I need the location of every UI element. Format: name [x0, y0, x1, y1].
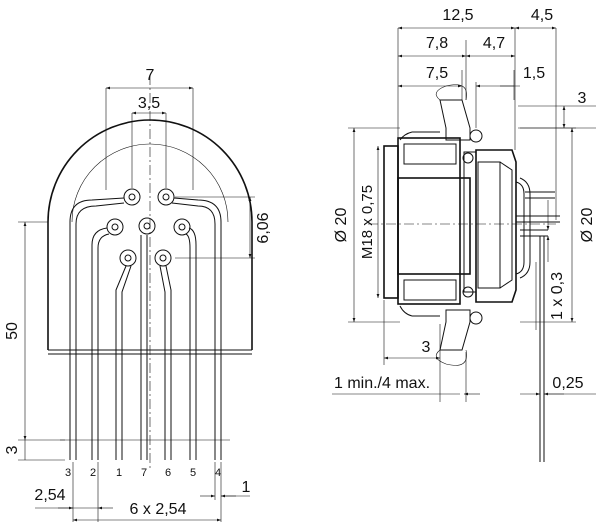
dim-panel-offset: 3 — [422, 339, 431, 356]
pin-wires — [69, 197, 222, 460]
pin-number-label: 3 — [65, 467, 71, 479]
dim-edge-pitch: 2,54 — [34, 487, 65, 504]
dim-vertical-offset: 6,06 — [255, 212, 272, 243]
right-side-view: 12,5 4,5 7,8 4,7 7,5 1,5 3 Ø 20 M18 x 0,… — [332, 7, 596, 462]
dim-diameter-left: Ø 20 — [333, 208, 350, 243]
dim-height: 50 — [4, 322, 21, 340]
dim-panel-thickness: 1 min./4 max. — [334, 375, 430, 392]
pin-number-label: 5 — [190, 467, 196, 479]
pin-contacts — [106, 188, 191, 267]
dim-flange: 1,5 — [523, 65, 545, 82]
dim-pin-tail: 3 — [4, 445, 21, 454]
dim-pin-thickness: 0,25 — [552, 375, 583, 392]
pin-number-label: 7 — [141, 467, 147, 479]
dim-thread-size: M18 x 0,75 — [359, 185, 376, 259]
rear-housing — [475, 149, 517, 303]
dim-total-pitch: 6 x 2,54 — [130, 501, 187, 518]
dim-mid-length: 4,7 — [483, 35, 505, 52]
dim-front-length: 7,8 — [426, 35, 448, 52]
dim-total-length: 12,5 — [442, 7, 473, 24]
dim-pin-section: 1 x 0,3 — [549, 272, 566, 320]
dim-thread-length: 7,5 — [426, 65, 448, 82]
dim-width-top: 7 — [146, 67, 155, 84]
dim-rear-length: 4,5 — [531, 7, 553, 24]
dim-pin-pitch: 3,5 — [138, 95, 160, 112]
mounting-panel — [435, 84, 471, 366]
rear-pins — [515, 177, 560, 462]
dim-pin-width: 1 — [242, 479, 251, 496]
dim-diameter-right: Ø 20 — [579, 208, 596, 243]
pin-number-label: 2 — [90, 467, 96, 479]
pin-number-label: 4 — [215, 467, 221, 479]
left-front-view: 7 3,5 6,06 50 3 3 2 1 7 6 5 4 — [4, 67, 272, 522]
thread-body — [397, 129, 483, 325]
dim-rear-offset: 3 — [578, 90, 587, 107]
pin-number-label: 6 — [165, 467, 171, 479]
pin-number-label: 1 — [116, 467, 122, 479]
pin-number-row: 3 2 1 7 6 5 4 — [65, 467, 221, 479]
